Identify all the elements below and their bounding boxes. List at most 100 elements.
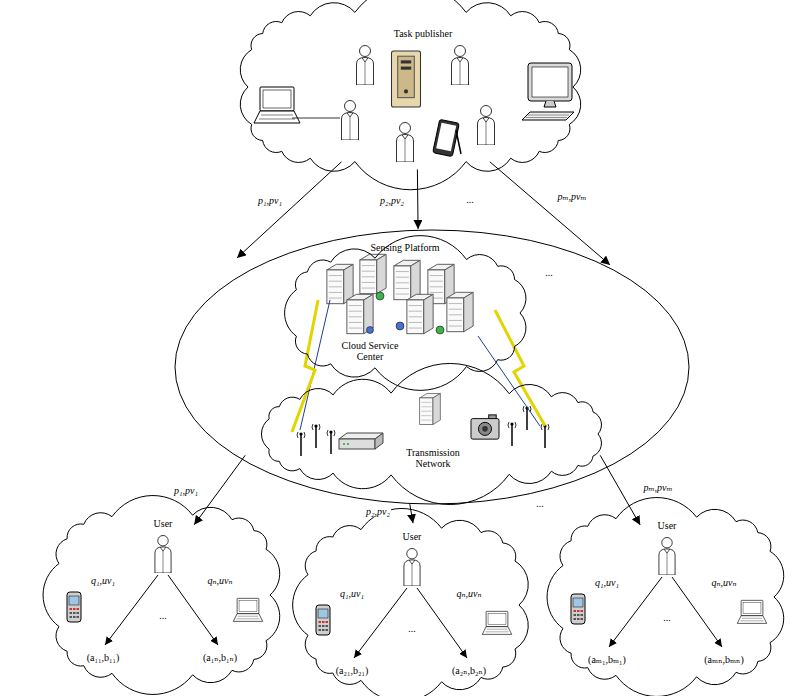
link-line [478, 336, 540, 426]
person-icon [357, 46, 374, 86]
person-icon [342, 101, 359, 141]
region-outline [297, 518, 529, 692]
region-title: Transmission Network [391, 447, 475, 469]
region-title: User [392, 531, 432, 542]
cloud-outline [261, 363, 601, 504]
server-rack [420, 393, 441, 424]
assign-arrow [672, 577, 722, 647]
cloud-region: User [297, 518, 529, 692]
cloud-region: User [48, 505, 280, 685]
cloud-outline [547, 498, 784, 696]
assign-arrow [354, 588, 407, 658]
region-title: Cloud Service Center [334, 340, 406, 362]
antenna-icon [508, 422, 516, 446]
person-icon [659, 537, 675, 575]
person-icon [155, 535, 171, 573]
assign-arrow [105, 575, 158, 645]
region-outline [258, 383, 608, 485]
parameter-label: q₁,uv₁ [90, 575, 116, 586]
router-icon [339, 433, 383, 449]
flow-arrow [410, 504, 413, 523]
user-group [316, 548, 512, 658]
parameter-label: qₙ,uvₙ [455, 588, 482, 599]
server-rack [407, 294, 433, 333]
annotation-label: ... [535, 498, 545, 509]
antenna-icon [523, 406, 531, 430]
tablet-icon [433, 119, 461, 156]
cloud-region: Cloud Service Center [285, 248, 530, 378]
server-rack [360, 254, 386, 293]
laptop-icon [737, 600, 766, 623]
user-group [67, 535, 263, 645]
assign-arrow [417, 588, 467, 658]
flow-arrow [237, 162, 342, 258]
region-title: Sensing Platform [355, 242, 455, 253]
annotation-label: (a₂₁,b₂₁) [335, 665, 370, 676]
flow-arrow [490, 162, 610, 265]
annotation-label: (aₘ₁,bₘ₁) [587, 654, 627, 665]
phone-icon [67, 592, 81, 622]
user-group [571, 537, 767, 647]
edge-label: pₘ,pvₘ [556, 191, 587, 202]
cloud-region: Task publisher [238, 2, 583, 172]
desk-line [292, 118, 340, 119]
server-rack [347, 294, 373, 333]
annotation-label: ... [465, 194, 475, 205]
server-rack [327, 264, 353, 303]
annotation-label: (a₁ₙ,b₁ₙ) [202, 652, 238, 663]
annotation-label: ... [158, 610, 168, 621]
antenna-icon [297, 432, 305, 456]
status-dot [396, 322, 404, 330]
parameter-label: qₙ,uvₙ [206, 575, 233, 586]
annotation-label: (a₂ₙ,b₂ₙ) [451, 665, 487, 676]
person-icon [478, 106, 495, 146]
cloud-region: Transmission Network [258, 383, 608, 485]
parameter-label: q₁,uv₁ [594, 577, 620, 588]
annotation-label: ... [407, 623, 417, 634]
antenna-icon [327, 430, 335, 454]
phone-icon [316, 605, 330, 635]
region-outline [48, 505, 280, 685]
status-dot [367, 327, 374, 334]
status-dot [436, 326, 444, 334]
edge-label: p₂,pv₂ [365, 506, 391, 517]
annotation-label: (a₁₁,b₁₁) [86, 652, 121, 663]
wireless-link [495, 310, 545, 426]
platform-ellipse: Cloud Service CenterTransmission Network… [174, 229, 690, 505]
assign-arrow [609, 577, 662, 647]
platform-outline [175, 230, 689, 504]
antenna-icon [312, 424, 320, 448]
desktop-icon [522, 63, 574, 120]
camera-icon [471, 415, 499, 439]
person-icon [452, 46, 469, 86]
region-title: User [143, 518, 183, 529]
flow-arrow [194, 455, 245, 524]
annotation-label: ... [662, 612, 672, 623]
person-icon [404, 548, 420, 586]
edge-label: p₁,pv₁ [173, 485, 199, 496]
server-icon [392, 51, 421, 107]
parameter-label: q₁,uv₁ [339, 588, 365, 599]
phone-icon [571, 594, 585, 624]
cloud-outline [293, 508, 529, 696]
person-icon [397, 123, 414, 163]
cloud-outline [285, 236, 526, 391]
status-dot [376, 292, 384, 300]
server-rack [447, 292, 473, 331]
assign-arrow [168, 575, 218, 645]
region-title: Task publisher [378, 28, 468, 39]
edge-label: p₁,pv₁ [257, 195, 283, 206]
annotation-label: ... [544, 267, 554, 278]
cloud-outline [240, 0, 580, 190]
edge-label: p₂,pv₂ [379, 195, 405, 206]
region-title: User [647, 520, 687, 531]
server-rack [394, 260, 420, 299]
annotation-label: (aₘₙ,bₘₙ) [703, 654, 745, 665]
laptop-icon [482, 611, 511, 634]
cloud-outline [43, 496, 280, 695]
parameter-label: qₙ,uvₙ [710, 577, 737, 588]
flow-arrow [417, 169, 419, 229]
